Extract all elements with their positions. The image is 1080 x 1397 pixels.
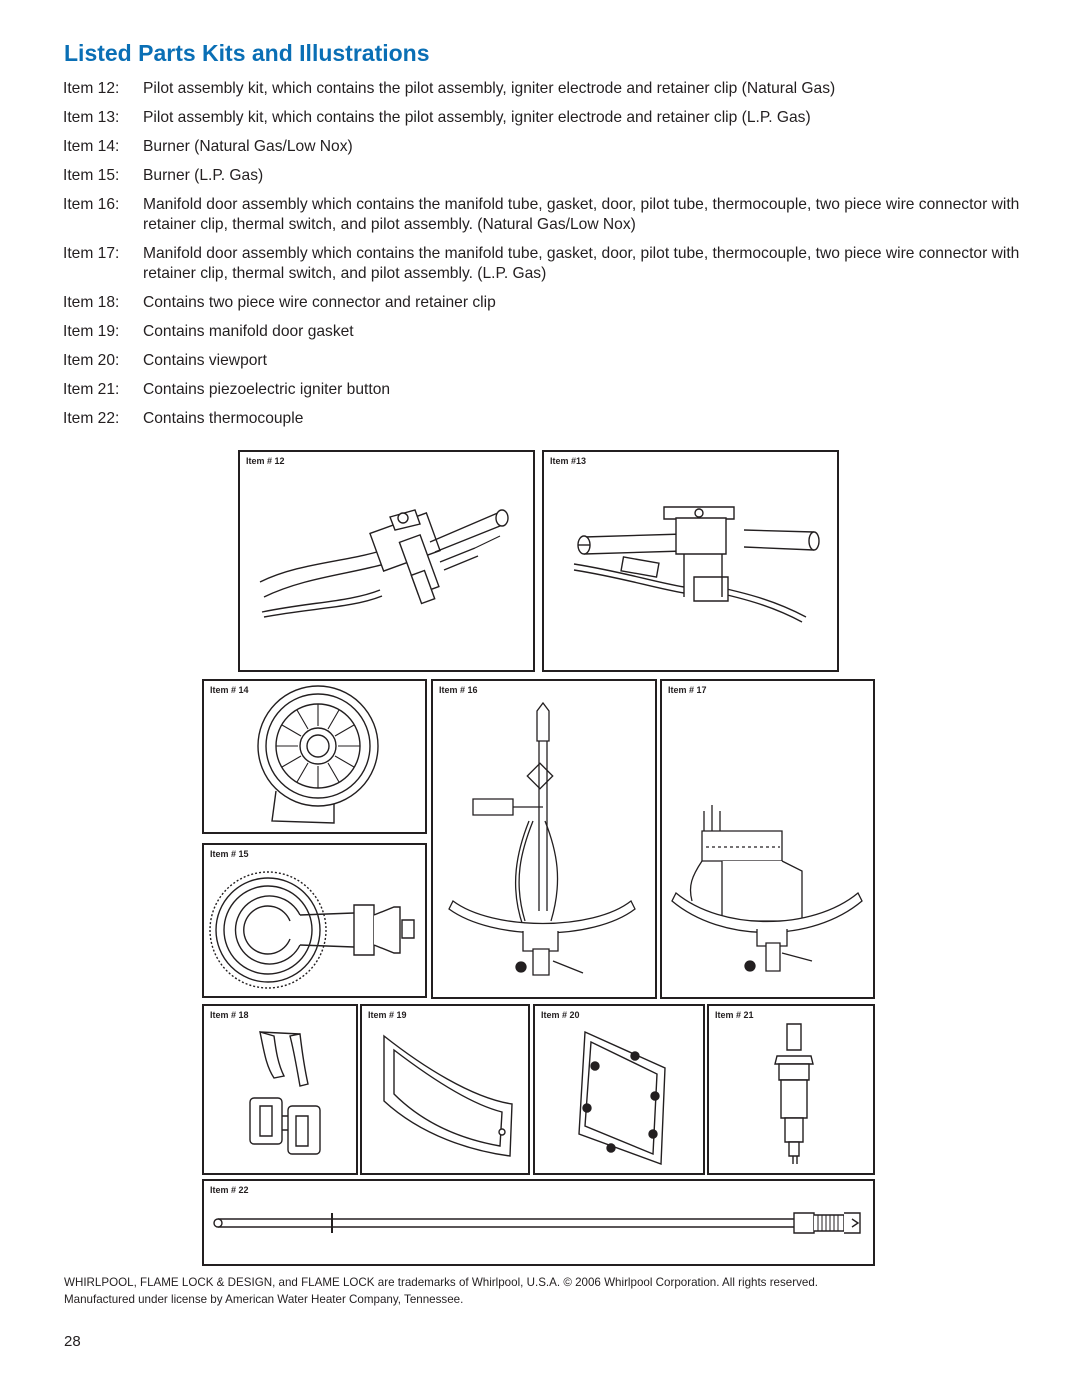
burner-illustration (204, 845, 425, 996)
figure-caption: Item # 14 (210, 685, 249, 695)
list-item-13: Item 13: Pilot assembly kit, which conta… (63, 108, 1033, 128)
thermocouple-illustration (204, 1181, 873, 1264)
list-item-16: Item 16: Manifold door assembly which co… (63, 195, 1033, 235)
item-description: Contains two piece wire connector and re… (143, 294, 496, 311)
figure-item-13: Item #13 (542, 450, 839, 672)
figure-item-22: Item # 22 (202, 1179, 875, 1266)
item-label: Item 21: (63, 381, 120, 398)
figure-caption: Item # 15 (210, 849, 249, 859)
item-description: Contains thermocouple (143, 410, 304, 427)
figure-caption: Item # 19 (368, 1010, 407, 1020)
item-label: Item 18: (63, 294, 120, 311)
figure-caption: Item # 17 (668, 685, 707, 695)
figure-item-18: Item # 18 (202, 1004, 358, 1175)
figure-item-16: Item # 16 (431, 679, 657, 999)
footer-line-2: Manufactured under license by American W… (64, 1293, 464, 1306)
figure-caption: Item # 18 (210, 1010, 249, 1020)
figure-item-20: Item # 20 (533, 1004, 705, 1175)
figure-item-14: Item # 14 (202, 679, 427, 834)
item-description: Burner (Natural Gas/Low Nox) (143, 138, 353, 155)
list-item-14: Item 14: Burner (Natural Gas/Low Nox) (63, 137, 1033, 157)
burner-illustration (204, 681, 425, 832)
figure-item-12: Item # 12 (238, 450, 535, 672)
item-description: Contains manifold door gasket (143, 323, 354, 340)
viewport-illustration (535, 1006, 703, 1173)
page-title: Listed Parts Kits and Illustrations (64, 40, 430, 66)
footer-line-1: WHIRLPOOL, FLAME LOCK & DESIGN, and FLAM… (64, 1276, 819, 1289)
manifold-door-assembly-illustration (433, 681, 655, 997)
list-item-18: Item 18: Contains two piece wire connect… (63, 293, 1033, 313)
item-description: Manifold door assembly which contains th… (143, 196, 1020, 233)
list-item-15: Item 15: Burner (L.P. Gas) (63, 166, 1033, 186)
pilot-assembly-illustration (544, 452, 837, 670)
figure-caption: Item # 20 (541, 1010, 580, 1020)
list-item-21: Item 21: Contains piezoelectric igniter … (63, 380, 1033, 400)
figure-item-17: Item # 17 (660, 679, 875, 999)
door-gasket-illustration (362, 1006, 528, 1173)
item-label: Item 19: (63, 323, 120, 340)
list-item-17: Item 17: Manifold door assembly which co… (63, 244, 1033, 284)
figure-caption: Item # 16 (439, 685, 478, 695)
item-description: Contains viewport (143, 352, 267, 369)
list-item-12: Item 12: Pilot assembly kit, which conta… (63, 79, 1033, 99)
trademark-notice: WHIRLPOOL, FLAME LOCK & DESIGN, and FLAM… (64, 1274, 1024, 1308)
list-item-20: Item 20: Contains viewport (63, 351, 1033, 371)
figure-caption: Item # 21 (715, 1010, 754, 1020)
item-label: Item 20: (63, 352, 120, 369)
parts-list: Item 12: Pilot assembly kit, which conta… (63, 79, 1033, 429)
figure-caption: Item # 22 (210, 1185, 249, 1195)
item-label: Item 12: (63, 80, 120, 97)
item-description: Contains piezoelectric igniter button (143, 381, 391, 398)
figure-caption: Item #13 (550, 456, 587, 466)
igniter-button-illustration (709, 1006, 873, 1173)
item-label: Item 13: (63, 109, 120, 126)
wire-connector-illustration (204, 1006, 356, 1173)
manifold-door-assembly-illustration (662, 681, 873, 997)
item-label: Item 14: (63, 138, 120, 155)
figure-item-21: Item # 21 (707, 1004, 875, 1175)
item-label: Item 22: (63, 410, 120, 427)
item-description: Pilot assembly kit, which contains the p… (143, 109, 811, 126)
item-label: Item 17: (63, 245, 120, 262)
figure-item-15: Item # 15 (202, 843, 427, 998)
item-description: Manifold door assembly which contains th… (143, 245, 1020, 282)
item-label: Item 16: (63, 196, 120, 213)
page-number: 28 (64, 1333, 81, 1350)
item-description: Burner (L.P. Gas) (143, 167, 264, 184)
list-item-19: Item 19: Contains manifold door gasket (63, 322, 1033, 342)
pilot-assembly-illustration (240, 452, 533, 670)
list-item-22: Item 22: Contains thermocouple (63, 409, 1033, 429)
figure-item-19: Item # 19 (360, 1004, 530, 1175)
figure-caption: Item # 12 (246, 456, 285, 466)
item-description: Pilot assembly kit, which contains the p… (143, 80, 836, 97)
item-label: Item 15: (63, 167, 120, 184)
